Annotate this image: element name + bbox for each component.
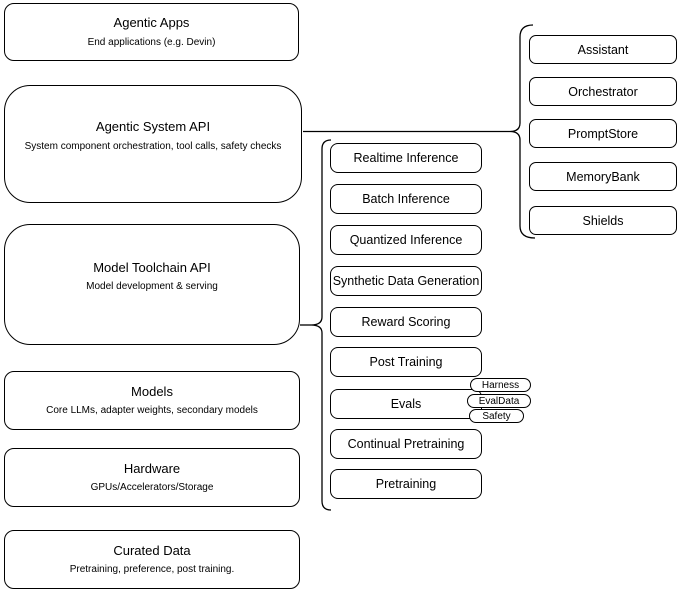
eval-tag-evaldata: EvalData (467, 394, 531, 408)
system-group-brace (509, 24, 536, 239)
eval-tag-harness: Harness (470, 378, 531, 392)
node-curated-data: Curated Data Pretraining, preference, po… (4, 530, 300, 589)
eval-tag-safety: Safety (469, 409, 524, 423)
toolchain-item-batch-inference: Batch Inference (330, 184, 482, 214)
system-item-promptstore: PromptStore (529, 119, 677, 148)
node-subtitle: System component orchestration, tool cal… (24, 140, 282, 152)
node-hardware: Hardware GPUs/Accelerators/Storage (4, 448, 300, 507)
node-models: Models Core LLMs, adapter weights, secon… (4, 371, 300, 430)
node-title: Hardware (123, 460, 181, 476)
system-item-orchestrator: Orchestrator (529, 77, 677, 106)
node-title: Curated Data (113, 542, 191, 558)
toolchain-item-realtime-inference: Realtime Inference (330, 143, 482, 173)
node-title: Agentic Apps (113, 15, 190, 31)
node-subtitle: End applications (e.g. Devin) (87, 36, 216, 48)
node-title: Model Toolchain API (93, 259, 211, 275)
toolchain-group-brace (310, 139, 332, 511)
node-title: Models (131, 383, 173, 399)
toolchain-item-pretraining: Pretraining (330, 469, 482, 499)
node-subtitle: Core LLMs, adapter weights, secondary mo… (46, 405, 258, 417)
system-item-shields: Shields (529, 206, 677, 235)
system-item-memorybank: MemoryBank (529, 162, 677, 191)
system-item-assistant: Assistant (529, 35, 677, 64)
toolchain-item-post-training: Post Training (330, 347, 482, 377)
toolchain-item-reward-scoring: Reward Scoring (330, 307, 482, 337)
toolchain-item-quantized-inference: Quantized Inference (330, 225, 482, 255)
node-agentic-apps: Agentic Apps End applications (e.g. Devi… (4, 3, 299, 61)
node-subtitle: Pretraining, preference, post training. (69, 564, 235, 576)
toolchain-item-evals: Evals (330, 389, 482, 419)
node-subtitle: Model development & serving (86, 281, 218, 293)
node-title: Agentic System API (95, 119, 211, 135)
node-agentic-system-api: Agentic System API System component orch… (4, 85, 302, 203)
toolchain-item-synthetic-data-generation: Synthetic Data Generation (330, 266, 482, 296)
node-subtitle: GPUs/Accelerators/Storage (90, 482, 214, 494)
toolchain-item-continual-pretraining: Continual Pretraining (330, 429, 482, 459)
node-model-toolchain-api: Model Toolchain API Model development & … (4, 224, 300, 345)
